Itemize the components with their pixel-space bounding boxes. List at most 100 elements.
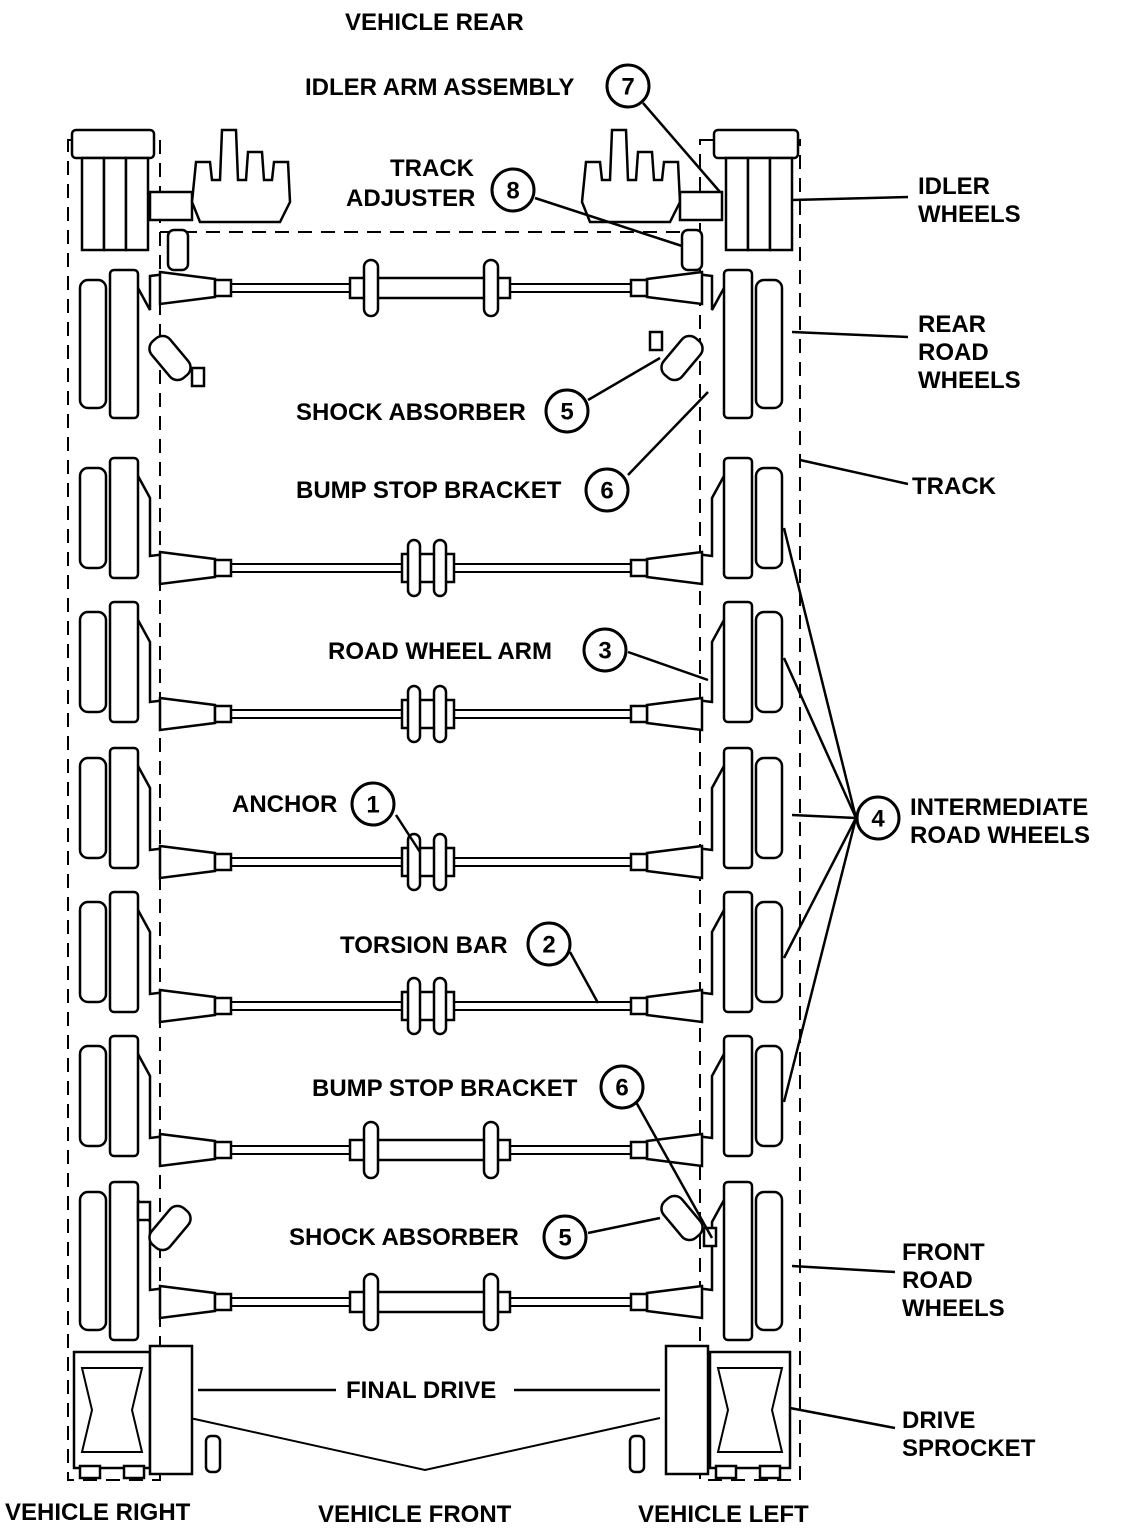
road-wheel-stations [78, 258, 784, 1342]
svg-text:BUMP STOP BRACKET: BUMP STOP BRACKET [312, 1075, 578, 1102]
callout-number: 5 [560, 399, 573, 426]
shock-absorber [660, 334, 704, 382]
label-rear-road-wheels: REAR ROAD WHEELS [918, 311, 1021, 394]
arm-hub-left [645, 844, 704, 880]
callout-track-adjuster: TRACK ADJUSTER 8 [346, 155, 536, 213]
road-wheel-left [754, 1190, 784, 1332]
road-wheel-left [754, 466, 784, 570]
callout-shock-absorber-rear: SHOCK ABSORBER 5 [296, 388, 590, 434]
road-wheel-left [722, 890, 754, 1014]
anchor [362, 1120, 380, 1180]
svg-text:FRONT: FRONT [902, 1239, 985, 1266]
callout-number: 7 [621, 74, 634, 101]
callout-torsion-bar: TORSION BAR 2 [340, 921, 572, 967]
svg-text:WHEELS: WHEELS [902, 1295, 1005, 1322]
anchor [362, 1272, 380, 1332]
road-wheel-left [754, 900, 784, 1004]
road-wheel-left [754, 1044, 784, 1148]
arm-hub-left [645, 550, 704, 586]
anchor [406, 684, 422, 744]
shock-absorber [148, 1204, 192, 1252]
final-drive-right [148, 1344, 222, 1476]
shock-absorber [148, 334, 192, 382]
drive-sprocket-right [72, 1350, 152, 1480]
road-wheel-left [754, 756, 784, 860]
road-wheel-right [108, 890, 140, 1014]
callout-number: 3 [598, 638, 611, 665]
svg-text:ADJUSTER: ADJUSTER [346, 185, 475, 212]
arm-hub-left [645, 1284, 704, 1320]
road-wheel-left [722, 600, 754, 724]
road-wheel-arm-right [136, 272, 167, 311]
drive-sprocket-left [708, 1350, 792, 1480]
arm-hub-left [629, 852, 649, 872]
shock-bracket [702, 1226, 718, 1248]
road-wheel-right [108, 1180, 140, 1342]
svg-text:SPROCKET: SPROCKET [902, 1435, 1036, 1462]
arm-hub-left [629, 1140, 649, 1160]
arm-hub-right [158, 270, 217, 306]
callout-intermediate-road-wheels: 4 INTERMEDIATE ROAD WHEELS [855, 794, 1090, 849]
road-wheel-right [78, 610, 108, 714]
callout-number: 5 [558, 1225, 571, 1252]
svg-text:TRACK: TRACK [390, 155, 475, 182]
arm-hub-left [629, 558, 649, 578]
callout-number: 2 [542, 932, 555, 959]
arm-hub-right [213, 852, 233, 872]
track-adjuster-right [148, 128, 292, 272]
road-wheel-right [108, 268, 140, 420]
road-wheel-right [108, 600, 140, 724]
road-wheel-right [108, 1034, 140, 1158]
idler-wheel-right [70, 128, 156, 252]
svg-text:SHOCK ABSORBER: SHOCK ABSORBER [289, 1224, 519, 1251]
anchor [406, 976, 422, 1036]
svg-text:ROAD WHEELS: ROAD WHEELS [910, 822, 1090, 849]
shock-bracket [190, 366, 206, 388]
road-wheel-right [78, 278, 108, 410]
svg-text:INTERMEDIATE: INTERMEDIATE [910, 794, 1088, 821]
callout-shock-absorber-front: SHOCK ABSORBER 5 [289, 1214, 588, 1260]
label-vehicle-left: VEHICLE LEFT [638, 1501, 809, 1528]
anchor [432, 832, 448, 892]
callout-number: 6 [600, 478, 613, 505]
callout-idler-arm: IDLER ARM ASSEMBLY 7 [305, 63, 651, 109]
idler-wheel-left [712, 128, 800, 252]
road-wheel-arm-left [695, 1053, 726, 1140]
arm-hub-right [158, 696, 217, 732]
shock-bracket [136, 1200, 152, 1222]
road-wheel-left [754, 610, 784, 714]
road-wheel-arm-right [136, 909, 167, 996]
callout-number: 1 [366, 792, 379, 819]
anchor [432, 684, 448, 744]
arm-hub-right [213, 1140, 233, 1160]
road-wheel-left [722, 456, 754, 580]
shock-absorber [660, 1194, 704, 1242]
anchor [432, 976, 448, 1036]
arm-hub-right [158, 988, 217, 1024]
road-wheel-left [722, 1034, 754, 1158]
svg-text:ROAD: ROAD [902, 1267, 973, 1294]
road-wheel-arm-left [695, 1199, 726, 1292]
callout-number: 8 [506, 178, 519, 205]
callout-road-wheel-arm: ROAD WHEEL ARM 3 [328, 627, 628, 673]
road-wheel-arm-left [695, 272, 726, 311]
arm-hub-right [158, 1284, 217, 1320]
road-wheel-right [78, 466, 108, 570]
svg-text:IDLER ARM ASSEMBLY: IDLER ARM ASSEMBLY [305, 74, 574, 101]
road-wheel-arm-right [136, 475, 167, 558]
label-vehicle-rear: VEHICLE REAR [345, 9, 524, 36]
final-drive-left [628, 1344, 710, 1476]
road-wheel-right [108, 746, 140, 870]
anchor [482, 1120, 500, 1180]
svg-text:WHEELS: WHEELS [918, 367, 1021, 394]
road-wheel-arm-left [695, 619, 726, 704]
road-wheel-arm-left [695, 765, 726, 852]
label-vehicle-front: VEHICLE FRONT [318, 1501, 512, 1528]
arm-hub-right [213, 278, 233, 298]
svg-text:ANCHOR: ANCHOR [232, 791, 337, 818]
arm-hub-right [158, 550, 217, 586]
callout-bump-stop-rear: BUMP STOP BRACKET 6 [296, 467, 630, 513]
road-wheel-right [78, 1190, 108, 1332]
road-wheel-left [722, 1180, 754, 1342]
